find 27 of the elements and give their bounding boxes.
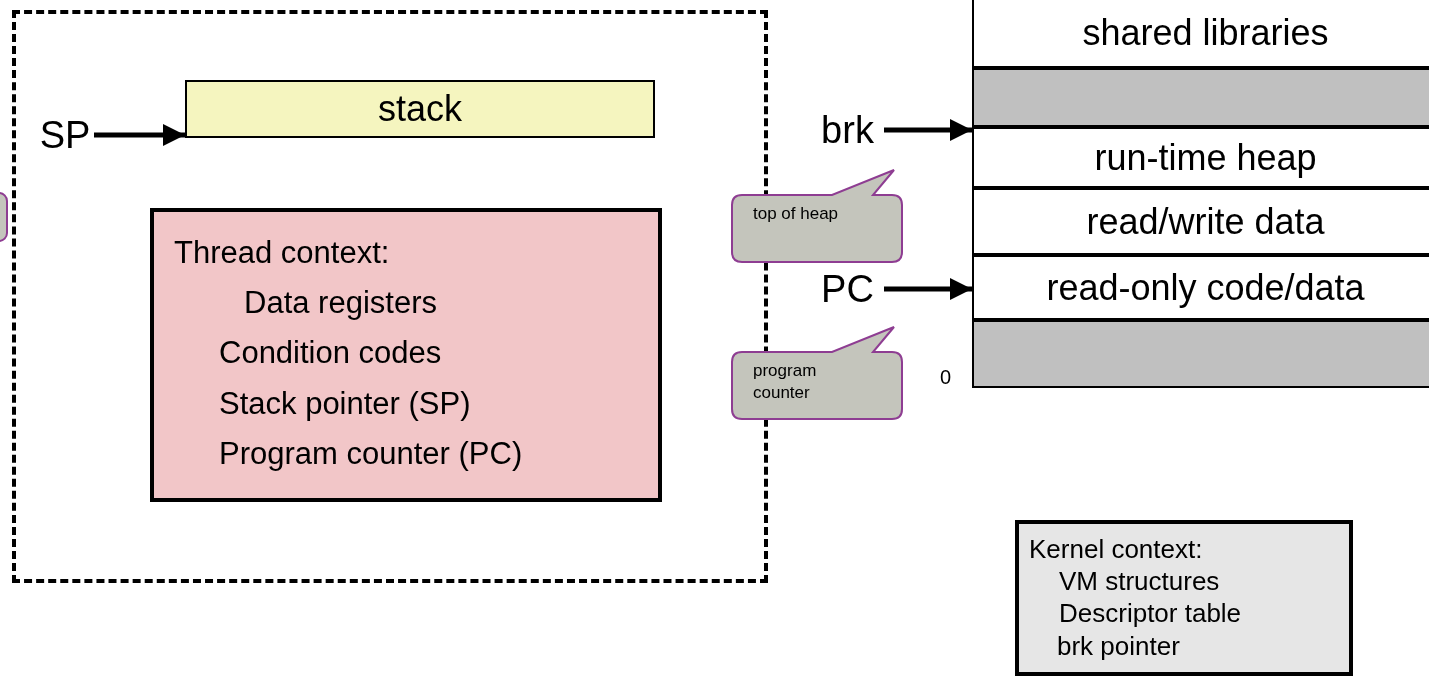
arrow: [884, 277, 972, 301]
list-item: Descriptor table: [1059, 598, 1242, 630]
context-panel: [150, 208, 662, 502]
memory-segment: [972, 68, 1429, 127]
list-item: Stack pointer (SP): [219, 384, 471, 422]
arrow: [884, 118, 972, 142]
arrow: [94, 123, 185, 147]
pointer-label: SP: [30, 110, 100, 160]
list-item: Condition codes: [219, 334, 442, 372]
list-item: brk pointer: [1057, 630, 1180, 662]
memory-segment: read/write data: [972, 188, 1429, 255]
callout-text: top of heap: [753, 203, 840, 225]
memory-segment: shared libraries: [972, 0, 1429, 68]
callout-text: program counter: [753, 360, 818, 404]
memory-segment: run-time heap: [972, 127, 1429, 188]
address-label: 0: [940, 366, 952, 389]
stack-segment: stack: [185, 80, 655, 138]
context-panel: [1015, 520, 1353, 676]
memory-segment: read-only code/data: [972, 255, 1429, 320]
list-item: Program counter (PC): [219, 434, 523, 472]
panel-heading: Thread context:: [174, 234, 390, 272]
list-item: VM structures: [1059, 566, 1220, 598]
pointer-label: PC: [805, 264, 890, 314]
list-item: Data registers: [244, 284, 437, 322]
panel-heading: Kernel context:: [1029, 534, 1203, 566]
memory-segment: [972, 320, 1429, 388]
pointer-label: brk: [805, 105, 890, 155]
